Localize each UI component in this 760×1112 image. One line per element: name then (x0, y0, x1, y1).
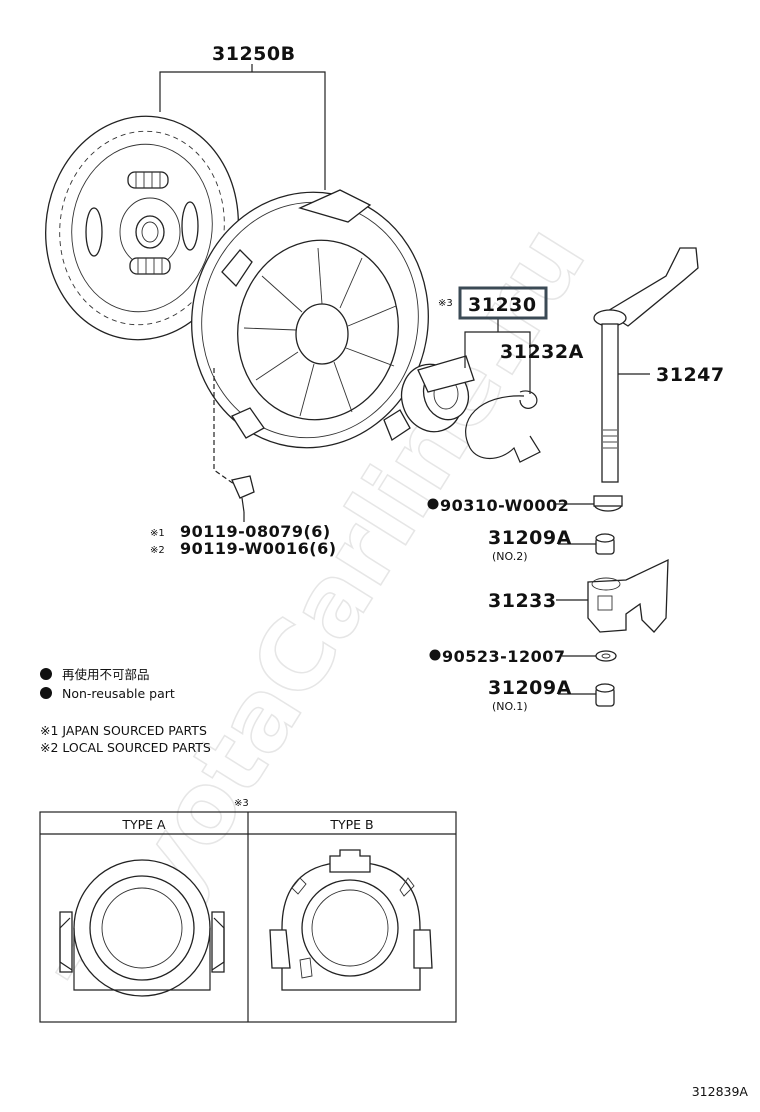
type-b-header: TYPE B (329, 817, 373, 832)
type-a-header: TYPE A (121, 817, 166, 832)
type-table: ※3 TYPE A TYPE B (39, 798, 457, 1023)
label-31247: 31247 (656, 364, 725, 386)
bearing-type-b (269, 849, 433, 991)
type-table-mark: ※3 (234, 798, 249, 809)
bolt[interactable] (231, 475, 255, 513)
figure-id: 312839A (692, 1084, 749, 1099)
release-fork-shaft[interactable] (593, 247, 699, 483)
label-31250B: 31250B (212, 43, 296, 65)
label-31209A-no2: 31209A (488, 527, 572, 549)
label-31230: 31230 (468, 294, 537, 316)
release-fork[interactable] (587, 558, 669, 633)
hub-clip[interactable] (465, 390, 541, 463)
bolt2-mark: ※2 (150, 545, 165, 556)
legend-japan: ※1 JAPAN SOURCED PARTS (40, 723, 207, 738)
label-90310: 90310-W0002 (440, 496, 569, 515)
label-31232A: 31232A (500, 341, 584, 363)
label-bolt2: 90119-W0016(6) (180, 539, 337, 558)
release-bearing[interactable] (393, 355, 475, 440)
leader-lines (159, 64, 650, 695)
label-31209A-no1-sub: (NO.1) (492, 700, 528, 713)
label-31233: 31233 (488, 590, 557, 612)
nonreuse-dot-90310 (427, 498, 439, 510)
legend-nonreuse-jp: 再使用不可部品 (62, 667, 150, 682)
nonreuse-dot-90523 (429, 649, 441, 661)
washer[interactable] (595, 650, 617, 662)
label-90523: 90523-12007 (442, 647, 565, 666)
bolt1-mark: ※1 (150, 528, 165, 539)
clutch-cover[interactable] (172, 173, 449, 466)
legend-nonreuse-en: Non-reusable part (62, 686, 175, 701)
oil-seal[interactable] (593, 495, 623, 512)
label-31209A-no2-sub: (NO.2) (492, 550, 528, 563)
mark-31230: ※3 (438, 298, 453, 309)
bushing-no1[interactable] (595, 683, 615, 707)
legend: 再使用不可部品 Non-reusable part ※1 JAPAN SOURC… (40, 667, 211, 755)
bearing-type-a (59, 859, 225, 997)
highlight-31230 (458, 286, 548, 320)
bushing-no2[interactable] (595, 533, 615, 555)
legend-local: ※2 LOCAL SOURCED PARTS (40, 740, 211, 755)
label-31209A-no1: 31209A (488, 677, 572, 699)
label-bolt1: 90119-08079(6) (180, 522, 331, 541)
